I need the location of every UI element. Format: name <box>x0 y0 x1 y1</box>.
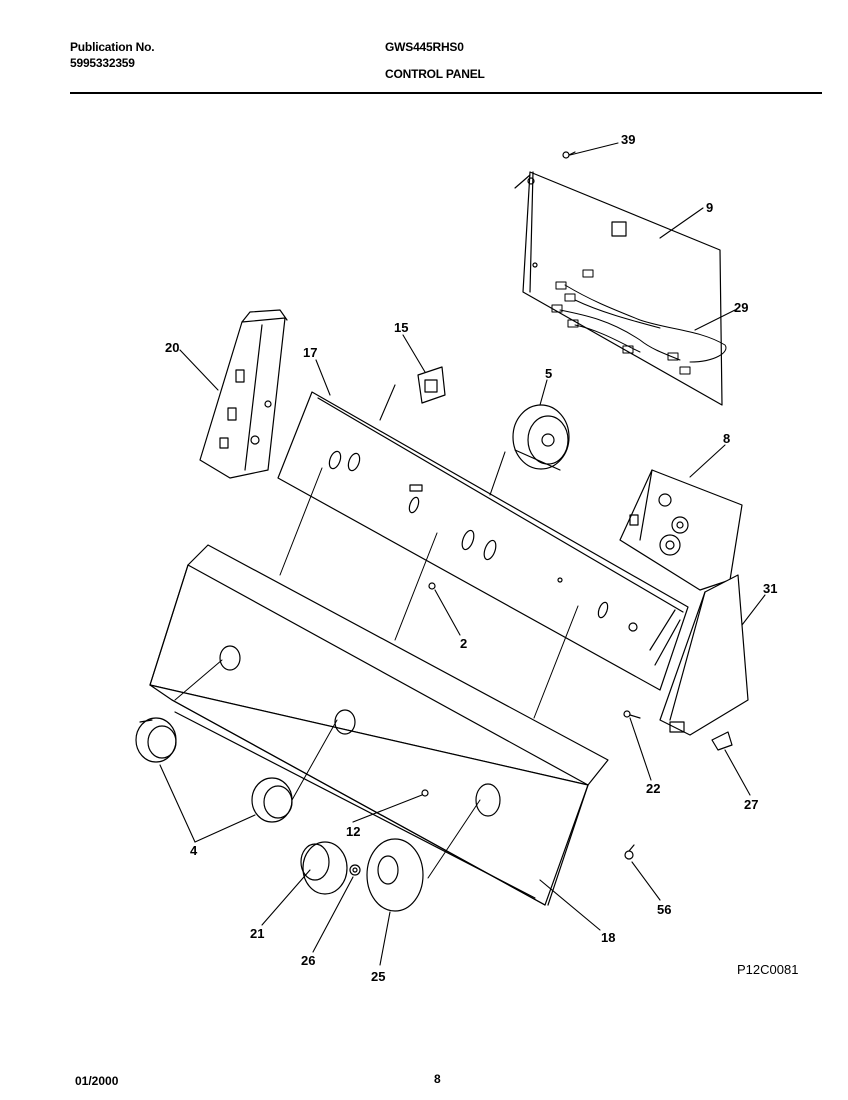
part-5-timer <box>512 404 570 471</box>
part-25-knob-skirt <box>366 838 424 912</box>
header-divider <box>70 92 822 94</box>
part-15-switch <box>417 366 446 404</box>
publication-label: Publication No. <box>70 40 155 54</box>
callout-29: 29 <box>734 300 748 315</box>
alignment-lines <box>174 467 579 879</box>
callout-56: 56 <box>657 902 671 917</box>
part-4-knob-lower <box>251 777 293 823</box>
callout-9: 9 <box>706 200 713 215</box>
part-9-rear-panel <box>514 171 723 406</box>
callout-17: 17 <box>303 345 317 360</box>
callout-18: 18 <box>601 930 615 945</box>
callout-22: 22 <box>646 781 660 796</box>
callout-5: 5 <box>545 366 552 381</box>
part-4-knob-upper <box>135 717 177 763</box>
callout-12: 12 <box>346 824 360 839</box>
part-2-screw <box>428 582 436 590</box>
callout-4: 4 <box>190 843 198 858</box>
part-26-washer <box>349 864 361 876</box>
figure-code: P12C0081 <box>737 962 798 977</box>
part-29-wire-harness <box>551 269 727 375</box>
part-27-clip <box>711 731 733 751</box>
callout-39: 39 <box>621 132 635 147</box>
part-12-clip <box>421 789 429 797</box>
model-number: GWS445RHS0 <box>385 40 464 54</box>
callout-leaders <box>159 142 766 966</box>
section-title: CONTROL PANEL <box>385 67 485 81</box>
callout-27: 27 <box>744 797 758 812</box>
part-56-screw <box>624 844 635 860</box>
part-39-screw <box>562 151 576 159</box>
callout-20: 20 <box>165 340 179 355</box>
footer-date: 01/2000 <box>75 1074 119 1088</box>
callout-26: 26 <box>301 953 315 968</box>
part-31-end-cap <box>659 574 749 736</box>
page-number: 8 <box>434 1072 441 1086</box>
callout-31: 31 <box>763 581 777 596</box>
part-18-console <box>149 544 609 906</box>
part-22-screw <box>623 710 641 719</box>
part-17-back-plate <box>277 391 689 691</box>
publication-number: 5995332359 <box>70 56 135 70</box>
callout-2: 2 <box>460 636 467 651</box>
callout-25: 25 <box>371 969 385 984</box>
callout-15: 15 <box>394 320 408 335</box>
callout-8: 8 <box>723 431 730 446</box>
part-20-left-bracket <box>199 309 288 479</box>
part-8-control-module <box>619 469 743 591</box>
callout-labels: 2 4 5 8 9 12 15 17 18 20 21 22 25 26 27 … <box>165 132 798 984</box>
part-21-knob <box>300 841 348 895</box>
callout-21: 21 <box>250 926 264 941</box>
